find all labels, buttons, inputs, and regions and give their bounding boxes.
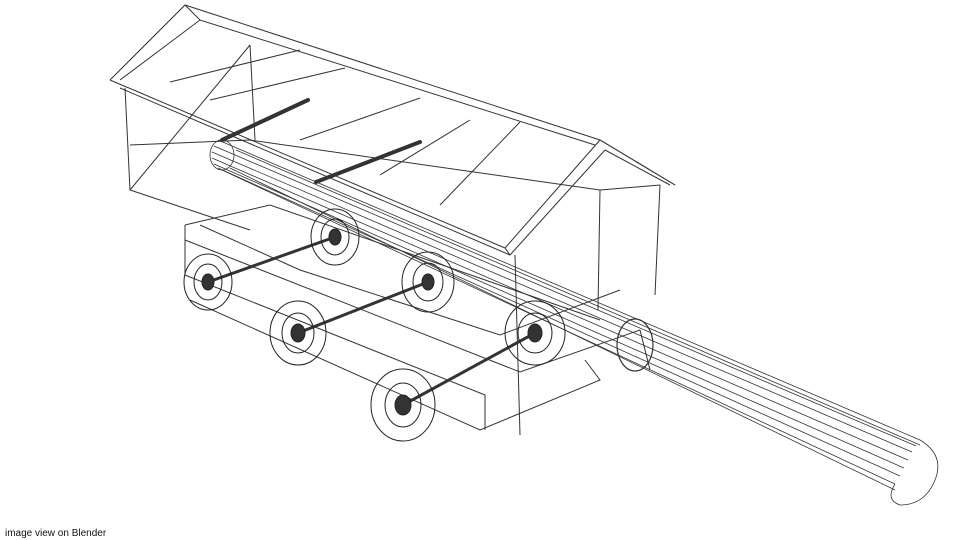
wheel — [370, 368, 436, 442]
rods — [220, 98, 422, 184]
wheel — [183, 253, 233, 311]
wheel — [504, 300, 566, 366]
image-caption: image view on Blender — [5, 528, 107, 539]
wheel — [310, 208, 360, 266]
rod — [314, 140, 422, 184]
wheel — [401, 251, 455, 313]
axles — [207, 235, 536, 407]
rod — [220, 98, 310, 142]
house-frame — [109, 4, 676, 436]
wheel — [269, 300, 327, 366]
wheels — [183, 208, 566, 442]
main-pipe — [209, 139, 939, 506]
